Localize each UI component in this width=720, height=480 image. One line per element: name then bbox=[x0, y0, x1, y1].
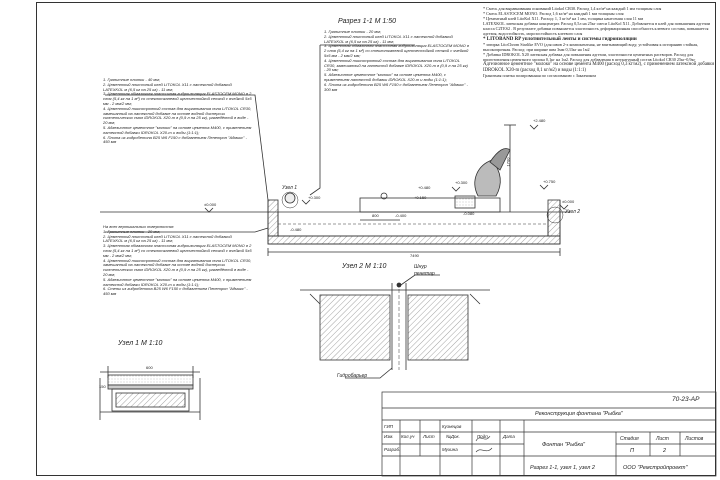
node1-title: Узел 1 М 1:10 bbox=[118, 340, 163, 347]
section-1-1 bbox=[100, 44, 570, 256]
dim-plus2480: +2.480 bbox=[533, 118, 546, 123]
note-item: * LITOBAND RP уплотнительный ленты и сис… bbox=[483, 36, 637, 42]
note-item: LATEXKOL латексная добавка концентрат. Р… bbox=[483, 21, 710, 37]
sheet-label: Лист bbox=[656, 436, 669, 442]
header-doc: №Док. bbox=[446, 434, 460, 439]
node1-ref: Узел 1 bbox=[282, 185, 298, 191]
dim-minus0400: -0.400 bbox=[395, 213, 407, 218]
legend-top2-item: 1. Гранитные плитки - 20 мм; bbox=[324, 29, 381, 34]
drawing-code: 70-23-АР bbox=[672, 396, 700, 403]
legend-vertical-item: 6. Стены из гидробетона В25 W6 F150 с до… bbox=[103, 286, 248, 297]
note-item: * Цементный клей LitoKol X11. Расход: 1,… bbox=[483, 16, 644, 22]
title-block-grid bbox=[381, 391, 717, 477]
legend-top2-item: 3. Цементная обмазочная эластичная гидро… bbox=[324, 43, 469, 58]
legend-vertical-item: 5. Адгезионное цементное "молоко" на осн… bbox=[103, 276, 252, 287]
legend-top2: 1. Гранитные плитки - 20 мм; 2. Цементны… bbox=[324, 29, 469, 92]
row1-role: ГИП bbox=[384, 424, 393, 429]
legend-top-item: 2. Цементный плиточный клей LITOKOL X11 … bbox=[103, 81, 232, 92]
node2-ref: Узел 2 bbox=[565, 209, 581, 215]
legend-top2-item: 6. Плита из гидробетона В25 W6 F150 с до… bbox=[324, 81, 468, 92]
legend-vertical-item: 3. Цементная обмазочная эластичная гидро… bbox=[103, 243, 252, 258]
label-shnur: Шнур bbox=[414, 264, 427, 270]
legend-top2-item: 2. Цементный плиточный клей LITOKOL X11 … bbox=[324, 33, 453, 44]
dim-minus0480: -0.480 bbox=[290, 227, 302, 232]
dim-7490: 7490 bbox=[410, 253, 419, 258]
dim-plus0300a: +0.300 bbox=[455, 180, 468, 185]
notes-block: * Смесь для выравнивания оснований Litok… bbox=[483, 6, 715, 78]
note-item: * Добавка IDROKOL X20 латексная добавка … bbox=[483, 51, 696, 62]
note-item: Гранитная плитка полированная по согласо… bbox=[483, 73, 596, 79]
header-kol: Кол.уч bbox=[401, 434, 415, 439]
company-name: ООО "Ремстройпроект" bbox=[623, 465, 688, 471]
label-penetar: пенетар bbox=[414, 271, 435, 277]
sheet-title: Разрез 1-1, узел 1, узел 2 bbox=[530, 465, 595, 471]
sheets-label: Листов bbox=[685, 436, 704, 442]
note-item: Адгезионное цементное "молоко" на основе… bbox=[483, 62, 715, 73]
node-2 bbox=[300, 274, 490, 379]
dim-800: 800 bbox=[372, 213, 379, 218]
object-name: Фонтан "Рыбка" bbox=[542, 442, 585, 448]
label-gidrobaryer: Гидробарьер bbox=[337, 373, 368, 379]
legend-top-item: 5. Адгезионное цементное "молоко" на осн… bbox=[103, 124, 252, 135]
stage-value: П bbox=[630, 448, 634, 454]
dim-plus0300b: +0.300 bbox=[308, 195, 321, 200]
legend-top-item: 4. Цементный тиксотропный состав для выр… bbox=[103, 105, 252, 126]
dim-0000a: ±0.000 bbox=[204, 202, 217, 207]
dim-plus0150: +0.150 bbox=[414, 195, 427, 200]
dim-0000b: ±0.000 bbox=[562, 199, 575, 204]
legend-vertical-item: 1. Гранитные плитки - 20 мм; bbox=[103, 228, 160, 234]
project-name: Реконструкция фонтана "Рыбка" bbox=[535, 411, 623, 417]
header-data: Дата bbox=[503, 434, 515, 439]
node-1 bbox=[99, 366, 201, 420]
legend-top-item: 6. Плита из гидробетона В25 W6 F150 с до… bbox=[103, 134, 247, 145]
legend-vertical: На всех вертикальных поверхностях 1. Гра… bbox=[103, 224, 253, 297]
section-title: Разрез 1-1 М 1:50 bbox=[338, 18, 397, 25]
sheet-frame bbox=[36, 2, 716, 476]
header-list: Лист bbox=[423, 434, 435, 439]
node2-title: Узел 2 М 1:10 bbox=[342, 263, 387, 270]
dim-plus0750: +0.750 bbox=[543, 179, 556, 184]
note-item: * затирка LitoChrom Starlike EVO (для шв… bbox=[483, 41, 699, 52]
legend-top: 1. Гранитные плитки - 40 мм; 2. Цементны… bbox=[103, 77, 253, 145]
note-item: * Смесь ELASTOCEM MONO. Расход 1,6 кг/м²… bbox=[483, 11, 624, 17]
stage-label: Стадия bbox=[620, 436, 639, 442]
legend-vertical-item: 4. Цементный тиксотропный состав для выр… bbox=[103, 257, 252, 277]
row2-role: Разраб. bbox=[384, 447, 401, 452]
legend-top2-item: 5. Адгезионное цементное "молоко" на осн… bbox=[324, 72, 447, 82]
sheet-value: 2 bbox=[663, 448, 667, 454]
dim-600: 600 bbox=[146, 365, 153, 370]
legend-top-item: 3. Цементная обмазочная эластичная гидро… bbox=[103, 91, 252, 106]
header-izm: Изм. bbox=[384, 434, 394, 439]
note-item: * Смесь для выравнивания оснований Litok… bbox=[483, 6, 662, 11]
row2-name: Мухина bbox=[442, 447, 458, 452]
legend-vertical-heading: На всех вертикальных поверхностях bbox=[103, 224, 174, 229]
legend-top2-item: 4. Цементный тиксотропный состав для выр… bbox=[324, 57, 468, 73]
dim-150: 150 bbox=[99, 384, 106, 389]
legend-vertical-item: 2. Цементный плиточный клей LITOKOL X11 … bbox=[103, 233, 232, 244]
dim-1700: 1700 bbox=[505, 157, 511, 167]
row1-name: Кузнецов bbox=[442, 424, 462, 429]
header-podp: Подп. bbox=[477, 434, 489, 439]
legend-top-item: 1. Гранитные плитки - 40 мм; bbox=[103, 77, 160, 82]
dim-plus0480: +0.480 bbox=[418, 185, 431, 190]
dim-minus0080: -0.080 bbox=[463, 211, 475, 216]
